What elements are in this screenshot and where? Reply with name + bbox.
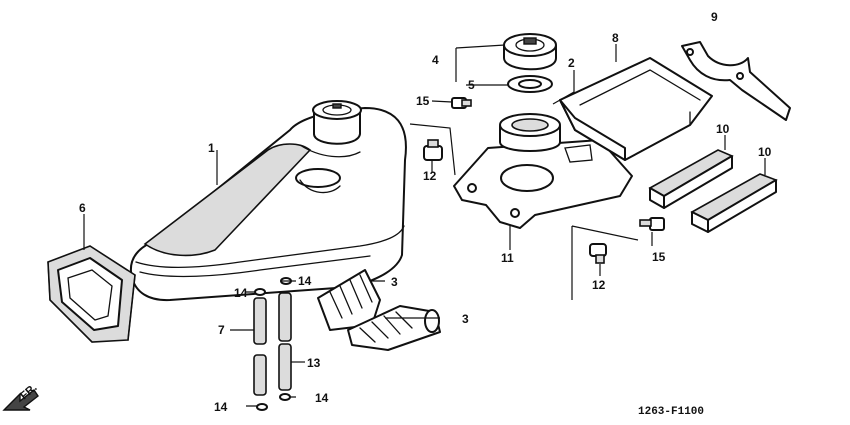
tank-neck [499, 113, 561, 152]
callout-15a: 15 [416, 94, 430, 108]
tubes-and-clips [253, 277, 292, 411]
callout-14c: 14 [315, 391, 329, 405]
front-direction-arrow-icon [2, 388, 39, 411]
bolt-12-b [589, 243, 607, 264]
callout-labels: 1 2 3 3 4 5 6 7 8 9 10 10 11 12 12 13 14… [79, 10, 772, 414]
tube-13-lower [278, 343, 292, 391]
tube-7-upper [253, 297, 267, 345]
callout-10b: 10 [758, 145, 772, 159]
tank-bracket [453, 139, 633, 229]
callout-14d: 14 [214, 400, 228, 414]
callout-3a: 3 [391, 275, 398, 289]
air-cleaner-cover [559, 57, 713, 161]
callout-15b: 15 [652, 250, 666, 264]
clip-14-a [254, 288, 266, 296]
callout-3b: 3 [462, 312, 469, 326]
callout-14a: 14 [234, 286, 248, 300]
callout-7: 7 [218, 323, 225, 337]
callout-4: 4 [432, 53, 439, 67]
clip-14-c [279, 393, 291, 401]
foam-block-10-a [648, 149, 734, 209]
callout-12a: 12 [423, 169, 437, 183]
drawing-code: 1263-F1100 [638, 406, 704, 418]
callout-11: 11 [501, 251, 514, 265]
callout-2: 2 [568, 56, 575, 70]
rubber-dampers [317, 269, 441, 351]
callout-10a: 10 [716, 122, 730, 136]
callout-8: 8 [612, 31, 619, 45]
callout-14b: 14 [298, 274, 312, 288]
tube-7-lower [253, 354, 267, 396]
foam-block-10-b [690, 173, 778, 233]
callout-5: 5 [468, 78, 475, 92]
callout-9: 9 [711, 10, 718, 24]
retaining-strap [681, 41, 791, 121]
bolt-15-a [451, 97, 472, 109]
tube-13-upper [278, 292, 292, 342]
callout-12b: 12 [592, 278, 606, 292]
bolt-15-b [639, 217, 665, 231]
foam-air-filter [47, 245, 136, 343]
leader-lines [83, 44, 766, 407]
filler-cap-and-gasket [503, 33, 557, 93]
bolts [423, 97, 665, 264]
callout-1: 1 [208, 141, 215, 155]
fuel-tank [130, 100, 407, 302]
bolt-12-a [423, 139, 443, 161]
callout-13: 13 [307, 356, 321, 370]
callout-6: 6 [79, 201, 86, 215]
clip-14-d [256, 403, 268, 411]
